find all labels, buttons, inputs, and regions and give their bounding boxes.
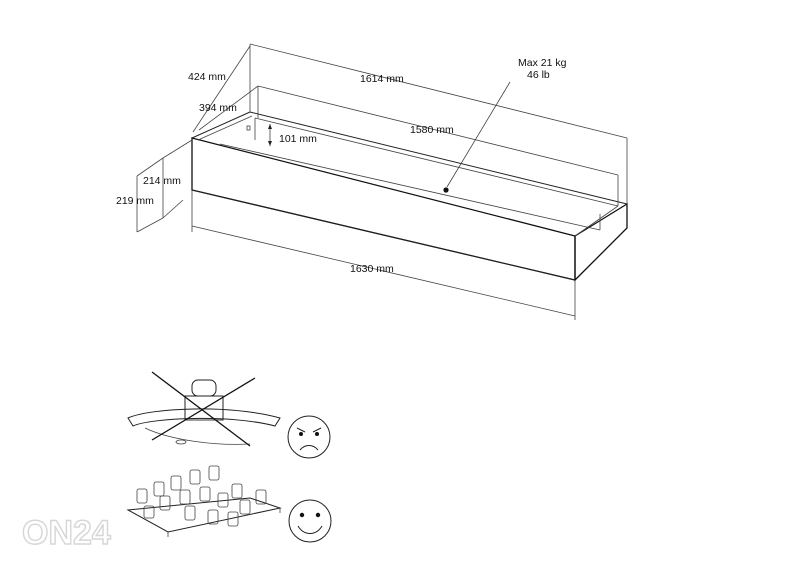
right-side-panel bbox=[574, 202, 628, 282]
wrong-usage-illustration bbox=[127, 371, 331, 459]
right-top-inner bbox=[574, 205, 619, 237]
cross-line-b bbox=[151, 377, 256, 441]
shelf-bend-line bbox=[144, 427, 251, 445]
front-panel bbox=[191, 137, 576, 281]
left-inner-edge bbox=[197, 115, 253, 141]
load-leader-line bbox=[446, 81, 511, 188]
dim-front-height-ext-bottom bbox=[162, 199, 184, 219]
label-front-height: 214 mm bbox=[143, 175, 181, 187]
weight-top bbox=[191, 379, 217, 397]
shelf-foot bbox=[175, 439, 187, 445]
back-top-edge bbox=[249, 111, 628, 205]
flat-shelf-board bbox=[126, 497, 282, 533]
dim-wall-arrow-bottom bbox=[268, 141, 272, 146]
label-width-inner: 1580 mm bbox=[410, 124, 454, 136]
load-point bbox=[443, 187, 449, 193]
dim-depth-inner-line bbox=[198, 85, 259, 131]
dimension-lines bbox=[136, 43, 628, 320]
dim-width-front-line bbox=[191, 225, 576, 317]
label-load-kg: Max 21 kg bbox=[518, 57, 567, 69]
label-depth-inner: 394 mm bbox=[199, 102, 237, 114]
label-load-lb: 46 lb bbox=[527, 69, 550, 81]
dimension-labels: 424 mm 1614 mm Max 21 kg 46 lb 394 mm 15… bbox=[116, 57, 567, 275]
floor-edge bbox=[219, 143, 601, 231]
shelf-box bbox=[191, 81, 628, 282]
correct-usage-illustration bbox=[126, 465, 332, 543]
left-top-edge bbox=[191, 111, 251, 139]
dim-width-top-line bbox=[249, 43, 628, 139]
bent-shelf-board bbox=[127, 408, 281, 427]
back-inner-edge bbox=[254, 117, 619, 207]
label-wall-height: 101 mm bbox=[279, 133, 317, 145]
cross-line-a bbox=[151, 371, 251, 447]
angry-face-icon bbox=[287, 415, 331, 459]
happy-face-icon bbox=[288, 499, 332, 543]
dim-wall-arrow-top bbox=[268, 124, 272, 129]
dim-total-height-ext-bottom bbox=[136, 217, 164, 233]
watermark-logo: ON24 bbox=[22, 514, 111, 552]
label-width-front: 1630 mm bbox=[350, 263, 394, 275]
small-weights-group bbox=[136, 465, 267, 527]
screw-hole bbox=[246, 125, 251, 131]
dim-front-height-ext-top bbox=[162, 139, 193, 159]
label-depth-outer: 424 mm bbox=[188, 71, 226, 83]
front-bottom-edge bbox=[191, 189, 576, 281]
dim-depth-outer-line bbox=[192, 45, 251, 133]
dim-width-inner-line bbox=[257, 85, 619, 176]
dim-total-height-ext-top bbox=[136, 157, 164, 177]
label-total-height: 219 mm bbox=[116, 195, 154, 207]
label-width-top: 1614 mm bbox=[360, 73, 404, 85]
